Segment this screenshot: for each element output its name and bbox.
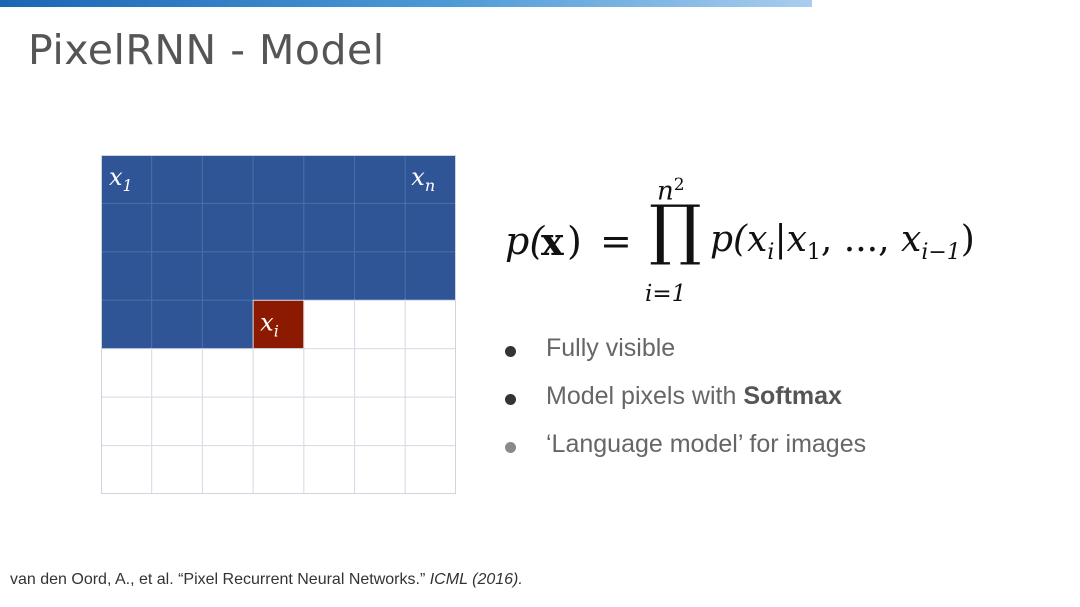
pixel-cell-visible xyxy=(303,202,356,253)
pixel-cell-visible xyxy=(201,202,254,253)
pixel-cell-empty xyxy=(252,445,305,494)
pixel-cell-visible xyxy=(303,251,356,301)
pixel-cell-empty xyxy=(151,348,203,398)
rhs-p: p( xyxy=(710,219,748,260)
pixel-cell-empty xyxy=(252,348,305,398)
pixel-cell-visible xyxy=(101,251,153,301)
citation-venue: ICML (2016). xyxy=(429,571,523,588)
pixel-cell-empty xyxy=(404,445,456,494)
bullet-text: ‘Language model’ for images xyxy=(546,430,867,458)
rhs-sub-1: 1 xyxy=(806,240,821,266)
citation: van den Oord, A., et al. “Pixel Recurren… xyxy=(10,571,523,589)
formula-lhs-x: x xyxy=(541,219,564,264)
pixel-cell-empty xyxy=(201,445,254,494)
pixel-cell-visible xyxy=(252,251,305,301)
rhs-x2: x xyxy=(901,219,922,260)
pixel-cell-empty xyxy=(303,445,356,494)
rhs-sub-im1: i−1 xyxy=(921,240,961,266)
formula-upper-limit: n2 xyxy=(657,175,685,207)
pixel-cell-visible xyxy=(404,251,456,301)
pixel-cell-empty xyxy=(354,348,406,398)
pixel-cell-visible xyxy=(201,299,254,350)
pixel-cell-empty xyxy=(354,396,406,447)
formula-lower-limit: i=1 xyxy=(645,281,687,307)
pixel-cell-empty xyxy=(354,445,406,494)
pixel-cell-visible xyxy=(201,251,254,301)
upper-limit-base: n xyxy=(657,176,674,207)
pixel-cell-empty xyxy=(101,348,153,398)
pixel-label-last: xn xyxy=(411,163,435,195)
pixel-cell-visible xyxy=(404,155,456,204)
bullet-dot-icon xyxy=(505,346,516,357)
pixel-cell-empty xyxy=(404,348,456,398)
pixel-cell-empty xyxy=(303,348,356,398)
accent-bar xyxy=(0,0,812,7)
formula-rhs: p(xi|x1, ..., xi−1) xyxy=(710,219,975,265)
pixel-cell-empty xyxy=(201,396,254,447)
pixel-cell-visible xyxy=(101,202,153,253)
pixel-cell-empty xyxy=(101,396,153,447)
pixel-cell-visible xyxy=(101,299,153,350)
pixel-cell-visible xyxy=(404,202,456,253)
pixel-grid: x1 xn xi xyxy=(101,155,456,494)
probability-formula: p( x ) = n2 ∏ i=1 p(xi|x1, ..., xi−1) xyxy=(505,175,1035,315)
pixel-cell-visible xyxy=(252,155,305,204)
pixel-cell-visible xyxy=(354,202,406,253)
pixel-cell-empty xyxy=(303,299,356,350)
pixel-cell-empty xyxy=(201,348,254,398)
pixel-cell-visible xyxy=(354,251,406,301)
pixel-cell-empty xyxy=(354,299,406,350)
product-symbol: ∏ xyxy=(649,191,702,268)
rhs-mid: , ..., xyxy=(820,219,902,260)
pixel-cell-empty xyxy=(404,299,456,350)
formula-lhs-close: ) xyxy=(567,219,582,263)
pixel-cell-visible xyxy=(151,202,203,253)
bullet-dot-icon xyxy=(505,442,516,453)
slide-title: PixelRNN - Model xyxy=(28,26,385,74)
formula-equals: = xyxy=(600,219,632,263)
pixel-label-current: xi xyxy=(260,308,279,340)
rhs-sub-i: i xyxy=(767,240,775,266)
pixel-cell-visible xyxy=(354,155,406,204)
pixel-cell-visible xyxy=(151,251,203,301)
pixel-cell-visible xyxy=(151,155,203,204)
rhs-x1: x xyxy=(786,219,807,260)
pixel-cell-empty xyxy=(303,396,356,447)
pixel-cell-visible xyxy=(201,155,254,204)
pixel-cell-empty xyxy=(101,445,153,494)
bullet-text-bold: Softmax xyxy=(743,382,842,410)
grid-border xyxy=(101,155,456,494)
rhs-x: x xyxy=(747,219,768,260)
formula-lhs-p: p( xyxy=(505,219,545,263)
pixel-cell-empty xyxy=(252,396,305,447)
pixel-cell-visible xyxy=(151,299,203,350)
rhs-close: ) xyxy=(960,219,975,260)
pixel-cell-empty xyxy=(151,445,203,494)
bullet-text: Model pixels with Softmax xyxy=(546,382,842,411)
bullet-text-plain: Model pixels with xyxy=(546,382,744,410)
pixel-cell-empty xyxy=(404,396,456,447)
bullet-dot-icon xyxy=(505,394,516,405)
rhs-bar: | xyxy=(774,219,787,260)
upper-limit-exponent: 2 xyxy=(673,175,685,195)
bullet-text: Fully visible xyxy=(546,334,676,362)
citation-text: van den Oord, A., et al. “Pixel Recurren… xyxy=(10,571,430,588)
pixel-cell-visible xyxy=(252,202,305,253)
pixel-cell-visible xyxy=(303,155,356,204)
pixel-label-first: x1 xyxy=(109,163,133,195)
pixel-cell-empty xyxy=(151,396,203,447)
